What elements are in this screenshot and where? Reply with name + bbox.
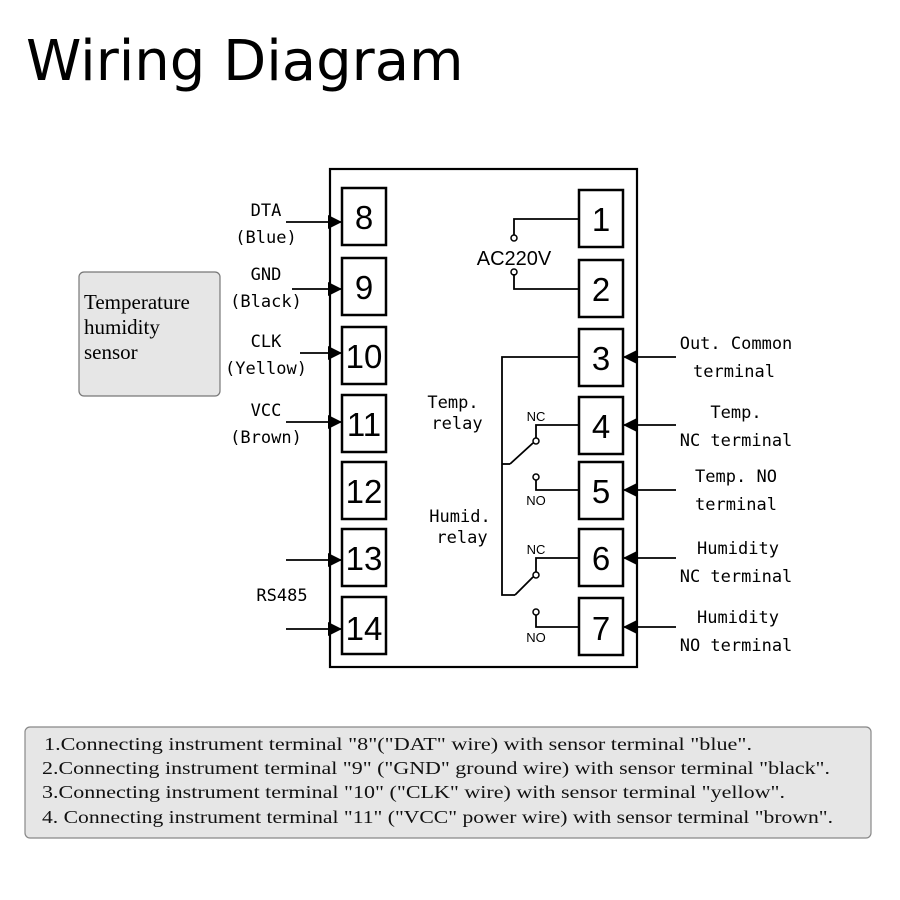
label-gnd: GND: [251, 265, 282, 285]
terminal-6: 6: [577, 527, 625, 588]
label-vcc: VCC: [251, 401, 282, 421]
terminal-1-number: 1: [592, 201, 610, 238]
terminal-13: 13: [340, 527, 388, 588]
label-humidity-no-terminal: Humidity: [697, 608, 779, 628]
notes-box: 1.Connecting instrument terminal "8"("DA…: [24, 726, 872, 839]
terminal-8: 8: [340, 186, 388, 247]
terminal-7-number: 7: [592, 610, 610, 647]
label-temp-no: NO: [526, 493, 546, 508]
sensor-label-line3: sensor: [84, 340, 138, 364]
terminal-4: 4: [577, 395, 625, 456]
terminal-8-number: 8: [355, 199, 373, 236]
terminal-5-number: 5: [592, 473, 610, 510]
terminal-12-number: 12: [346, 473, 383, 510]
label-ac220v: AC220V: [477, 248, 552, 270]
terminal-10-number: 10: [346, 338, 383, 375]
terminal-10: 10: [340, 325, 388, 386]
sensor-label-line1: Temperature: [84, 290, 190, 314]
terminal-3: 3: [577, 327, 625, 388]
page-title: Wiring Diagram: [26, 29, 464, 94]
terminal-14-number: 14: [346, 610, 383, 647]
terminal-3-number: 3: [592, 340, 610, 377]
terminal-13-number: 13: [346, 540, 383, 577]
common-bus: [501, 356, 579, 596]
label-gnd-color: (Black): [230, 292, 302, 312]
terminal-7: 7: [577, 596, 625, 657]
label-humidity-no-terminal-2: NO terminal: [680, 636, 793, 656]
label-vcc-color: (Brown): [230, 428, 302, 448]
terminal-9: 9: [340, 256, 388, 317]
terminal-6-number: 6: [592, 540, 610, 577]
terminal-14: 14: [340, 595, 388, 656]
label-humidity-nc-terminal-2: NC terminal: [680, 567, 793, 587]
terminal-1: 1: [577, 188, 625, 249]
humid-relay-contacts: [514, 557, 579, 628]
label-humid-relay: Humid.: [429, 507, 490, 527]
label-temp-relay-2: relay: [431, 414, 482, 434]
label-out-common-2: terminal: [693, 362, 775, 382]
label-temp-no-terminal-2: terminal: [695, 495, 777, 515]
sensor-label-line2: humidity: [84, 315, 160, 339]
label-dta-color: (Blue): [235, 228, 296, 248]
label-humid-relay-2: relay: [436, 528, 487, 548]
sensor-box: Temperature humidity sensor: [78, 271, 221, 397]
terminal-12: 12: [340, 460, 388, 521]
note-1: 1.Connecting instrument terminal "8"("DA…: [44, 734, 752, 755]
terminal-9-number: 9: [355, 269, 373, 306]
label-rs485: RS485: [256, 586, 307, 606]
label-humid-no: NO: [526, 630, 546, 645]
note-3: 3.Connecting instrument terminal "10" ("…: [42, 782, 785, 803]
terminal-11-number: 11: [347, 406, 381, 443]
label-dta: DTA: [251, 201, 282, 221]
note-2: 2.Connecting instrument terminal "9" ("G…: [42, 758, 830, 779]
label-temp-nc-terminal-2: NC terminal: [680, 431, 793, 451]
label-temp-nc: NC: [527, 409, 546, 424]
terminal-5: 5: [577, 460, 625, 521]
label-humidity-nc-terminal: Humidity: [697, 539, 779, 559]
label-clk: CLK: [251, 332, 282, 352]
terminal-2: 2: [577, 258, 625, 319]
terminal-2-number: 2: [592, 271, 610, 308]
label-out-common: Out. Common: [680, 334, 793, 354]
terminal-11: 11: [340, 393, 388, 454]
label-temp-nc-terminal: Temp.: [710, 403, 761, 423]
label-temp-no-terminal: Temp. NO: [695, 467, 777, 487]
label-temp-relay: Temp.: [427, 393, 478, 413]
temp-relay-contacts: [509, 424, 579, 491]
label-humid-nc: NC: [527, 542, 546, 557]
note-4: 4. Connecting instrument terminal "11" (…: [42, 807, 833, 828]
terminal-4-number: 4: [592, 408, 610, 445]
label-clk-color: (Yellow): [225, 359, 307, 379]
ac-wiring: [510, 218, 579, 290]
